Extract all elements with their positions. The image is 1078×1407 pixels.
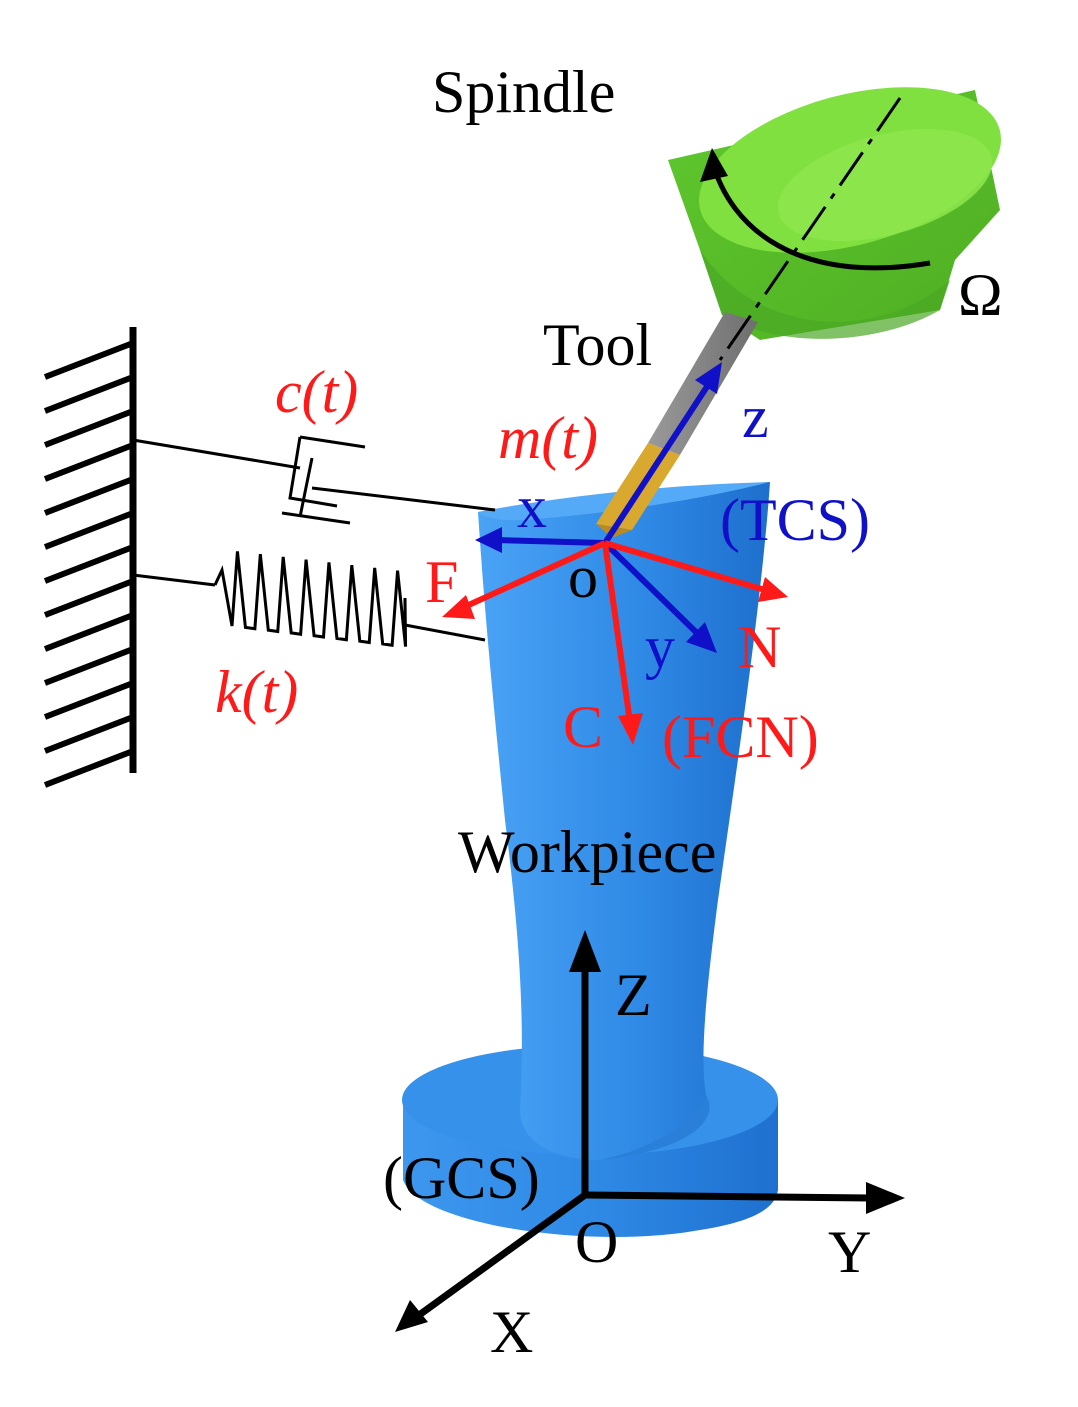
- wall-hatch-line: [43, 476, 135, 516]
- tool-label: Tool: [543, 312, 652, 378]
- spindle-label: Spindle: [432, 59, 615, 125]
- tcs-x-label: x: [517, 474, 547, 540]
- fixed-wall: [43, 327, 137, 788]
- wall-hatch-line: [43, 510, 135, 550]
- tcs-x-axis: [475, 527, 606, 553]
- tcs-origin-label: o: [568, 544, 598, 610]
- workpiece-label: Workpiece: [458, 819, 716, 885]
- wall-hatch-line: [43, 680, 135, 720]
- mass-label: m(t): [498, 405, 598, 471]
- workpiece-body: [402, 482, 778, 1237]
- spindle: [668, 87, 1001, 340]
- fcn-label: (FCN): [662, 704, 819, 770]
- fcn-n-axis: [604, 540, 788, 602]
- fcn-c-label: C: [563, 694, 603, 760]
- spring: [132, 551, 486, 647]
- wall-hatch-line: [43, 442, 135, 482]
- wall-hatch-line: [43, 578, 135, 618]
- gcs-x-axis: [395, 1192, 588, 1332]
- fcn-f-axis: [442, 540, 607, 619]
- wall-hatch-line: [43, 544, 135, 584]
- gcs-label: (GCS): [383, 1145, 540, 1211]
- damping-label: c(t): [275, 359, 358, 425]
- gcs-z-axis: [569, 930, 601, 1195]
- tool-coordinate-system: [475, 362, 722, 653]
- global-coordinate-system: [395, 930, 905, 1332]
- wall-hatch-line: [43, 374, 135, 414]
- tcs-z-axis: [602, 362, 722, 545]
- wall-hatch-line: [43, 646, 135, 686]
- gcs-y-label: Y: [828, 1219, 871, 1285]
- gcs-origin-label: O: [575, 1209, 618, 1275]
- gcs-y-axis: [584, 1182, 905, 1214]
- fcn-n-label: N: [738, 614, 781, 680]
- fcn-c-axis: [602, 542, 643, 745]
- wall-hatch-line: [43, 408, 135, 448]
- spindle-axis: [718, 97, 902, 361]
- wall-hatch-line: [43, 748, 135, 788]
- tcs-y-label: y: [645, 614, 675, 680]
- tcs-y-axis: [602, 540, 717, 653]
- rotation-arrow: [700, 148, 931, 271]
- tcs-z-label: z: [742, 384, 769, 450]
- tcs-label: (TCS): [720, 487, 870, 553]
- wall-hatch-line: [43, 714, 135, 754]
- force-coordinate-system: [442, 540, 788, 745]
- gcs-x-label: X: [490, 1299, 533, 1365]
- stiffness-label: k(t): [215, 659, 298, 725]
- wall-hatch-line: [43, 340, 135, 380]
- fcn-f-label: F: [425, 549, 458, 615]
- gcs-z-label: Z: [615, 962, 652, 1028]
- wall-hatch-line: [43, 612, 135, 652]
- omega-label: Ω: [958, 262, 1003, 328]
- damper: [132, 435, 496, 525]
